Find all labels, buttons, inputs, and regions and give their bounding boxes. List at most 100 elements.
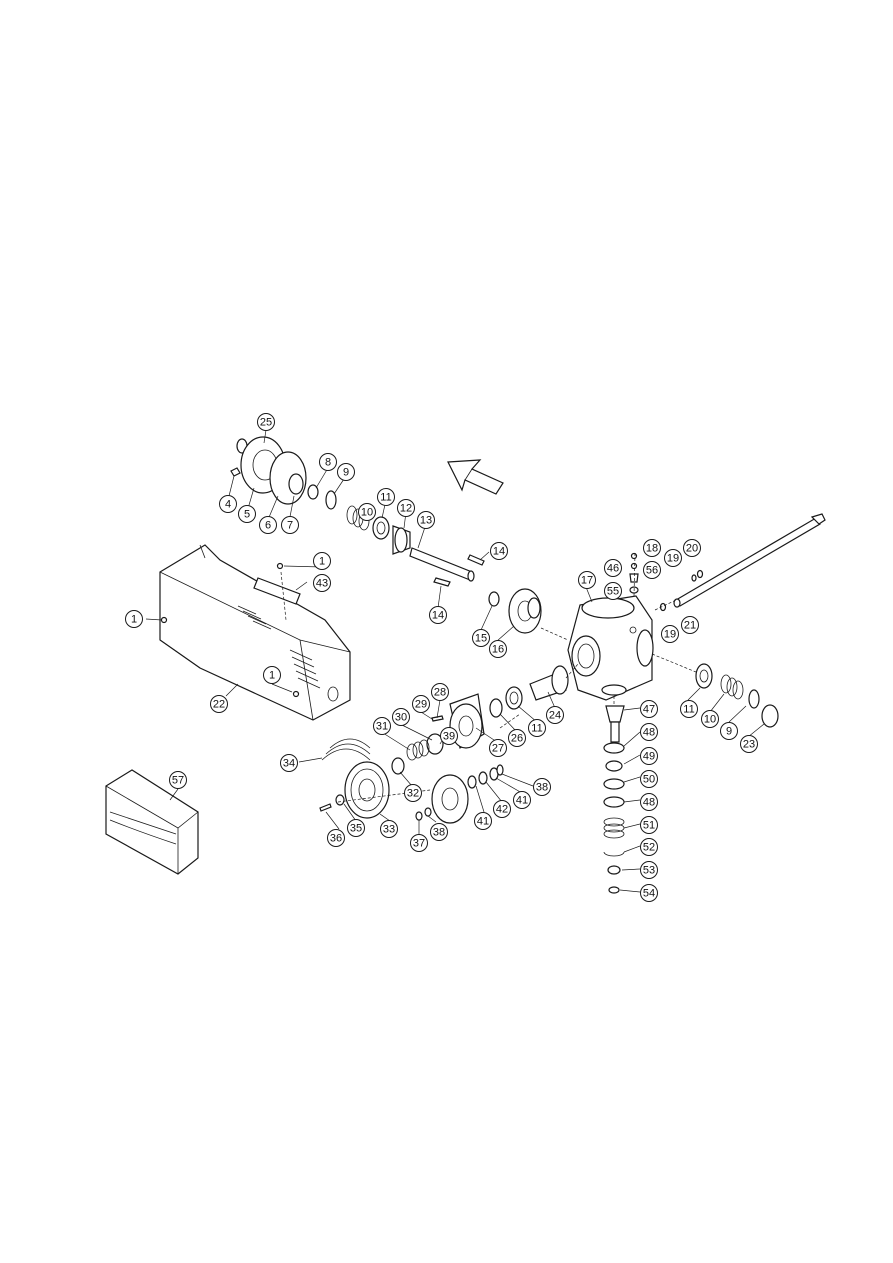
part-callout: 5 xyxy=(238,505,256,523)
part-callout: 26 xyxy=(508,729,526,747)
lower-shaft-group xyxy=(406,665,569,761)
callout-circle xyxy=(489,640,507,658)
part-callout: 27 xyxy=(489,739,507,757)
part-callout: 10 xyxy=(701,710,719,728)
callout-circle xyxy=(643,539,661,557)
callout-circle xyxy=(664,549,682,567)
part-callout: 48 xyxy=(640,793,658,811)
callout-circle xyxy=(740,735,758,753)
part-callout: 9 xyxy=(337,463,355,481)
callout-circle xyxy=(430,823,448,841)
part-callout: 46 xyxy=(604,559,622,577)
callout-label: 7 xyxy=(287,520,293,532)
part-callout: 35 xyxy=(347,819,365,837)
callout-circle xyxy=(169,771,187,789)
callout-label: 28 xyxy=(434,687,446,699)
callout-circle xyxy=(681,616,699,634)
callout-label: 9 xyxy=(343,467,349,479)
callout-circle xyxy=(404,784,422,802)
callout-label: 56 xyxy=(646,565,658,577)
callout-label: 11 xyxy=(683,704,694,716)
callout-circle xyxy=(313,552,331,570)
callout-label: 17 xyxy=(581,575,593,587)
callout-circle xyxy=(440,727,458,745)
part-callout: 20 xyxy=(683,539,701,557)
callout-label: 18 xyxy=(646,543,658,555)
callout-label: 35 xyxy=(350,823,362,835)
callout-circle xyxy=(319,453,337,471)
part-callout: 38 xyxy=(533,778,551,796)
callout-circle xyxy=(640,747,658,765)
callout-circle xyxy=(412,695,430,713)
callout-circle xyxy=(640,723,658,741)
callout-label: 8 xyxy=(325,457,331,469)
callout-label: 11 xyxy=(531,723,542,735)
callout-circle xyxy=(640,884,658,902)
part-callout: 32 xyxy=(404,784,422,802)
gearbox-housing xyxy=(567,595,654,701)
part-callout: 23 xyxy=(740,735,758,753)
packaging-box xyxy=(105,769,199,875)
part-callout: 1 xyxy=(125,610,143,628)
part-callout: 1 xyxy=(263,666,281,684)
callout-label: 55 xyxy=(607,586,619,598)
callout-circle xyxy=(259,516,277,534)
callout-label: 48 xyxy=(643,727,655,739)
callout-label: 31 xyxy=(376,721,388,733)
callout-label: 25 xyxy=(260,417,272,429)
callout-label: 43 xyxy=(316,578,328,590)
callout-label: 34 xyxy=(283,758,295,770)
callout-circle xyxy=(680,700,698,718)
part-callout: 9 xyxy=(720,722,738,740)
callout-label: 22 xyxy=(213,699,225,711)
callout-label: 21 xyxy=(684,620,696,632)
callout-circle xyxy=(683,539,701,557)
vertical-stack xyxy=(603,705,625,894)
callout-circle xyxy=(410,834,428,852)
part-callout: 31 xyxy=(373,717,391,735)
part-callout: 11 xyxy=(680,700,698,718)
callout-label: 11 xyxy=(380,492,391,504)
part-callout: 48 xyxy=(640,723,658,741)
callout-circle xyxy=(347,819,365,837)
callout-label: 1 xyxy=(269,670,275,682)
part-callout: 47 xyxy=(640,700,658,718)
part-callout: 15 xyxy=(472,629,490,647)
part-callout: 11 xyxy=(377,488,395,506)
part-callout: 49 xyxy=(640,747,658,765)
callout-label: 13 xyxy=(420,515,432,527)
part-callout: 4 xyxy=(219,495,237,513)
part-callout: 17 xyxy=(578,571,596,589)
callout-circle xyxy=(640,816,658,834)
part-callout: 8 xyxy=(319,453,337,471)
part-callout: 30 xyxy=(392,708,410,726)
callout-label: 47 xyxy=(643,704,655,716)
leader-lines xyxy=(145,429,765,893)
direction-arrow xyxy=(447,459,504,495)
callout-label: 30 xyxy=(395,712,407,724)
part-callout: 36 xyxy=(327,829,345,847)
callout-circle xyxy=(377,488,395,506)
part-callout: 52 xyxy=(640,838,658,856)
callout-circle xyxy=(528,719,546,737)
callout-label: 29 xyxy=(415,699,427,711)
callout-label: 52 xyxy=(643,842,655,854)
part-callout: 11 xyxy=(528,719,546,737)
part-callout: 18 xyxy=(643,539,661,557)
callout-label: 37 xyxy=(413,838,425,850)
callout-circle xyxy=(380,820,398,838)
callout-circle xyxy=(533,778,551,796)
part-callout: 21 xyxy=(681,616,699,634)
callout-circle xyxy=(640,700,658,718)
part-callout: 22 xyxy=(210,695,228,713)
part-callout: 28 xyxy=(431,683,449,701)
part-callout: 39 xyxy=(440,727,458,745)
part-callout: 37 xyxy=(410,834,428,852)
callout-label: 23 xyxy=(743,739,755,751)
part-callout: 29 xyxy=(412,695,430,713)
callout-label: 38 xyxy=(536,782,548,794)
callout-circle xyxy=(640,793,658,811)
callout-label: 24 xyxy=(549,710,561,722)
callout-label: 38 xyxy=(433,827,445,839)
